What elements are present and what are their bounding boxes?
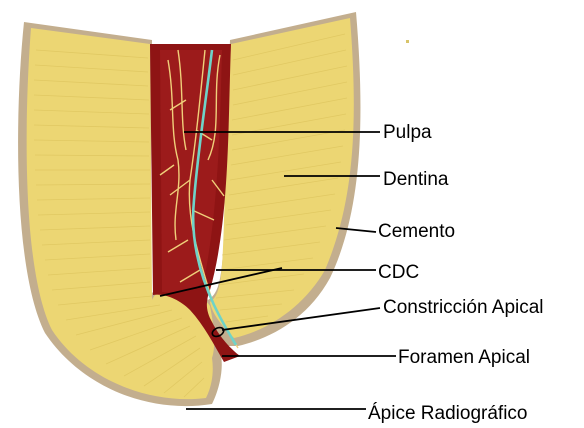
stray-dot: [406, 40, 409, 43]
label-apice-radiografico: Ápice Radiográfico: [368, 404, 527, 423]
label-cdc: CDC: [378, 263, 419, 282]
label-cemento: Cemento: [378, 222, 455, 241]
label-constriccion-apical: Constricción Apical: [383, 298, 544, 317]
dentin-right: [210, 18, 354, 338]
label-foramen-apical: Foramen Apical: [398, 348, 530, 367]
label-pulpa: Pulpa: [383, 123, 432, 142]
label-dentina: Dentina: [383, 170, 449, 189]
